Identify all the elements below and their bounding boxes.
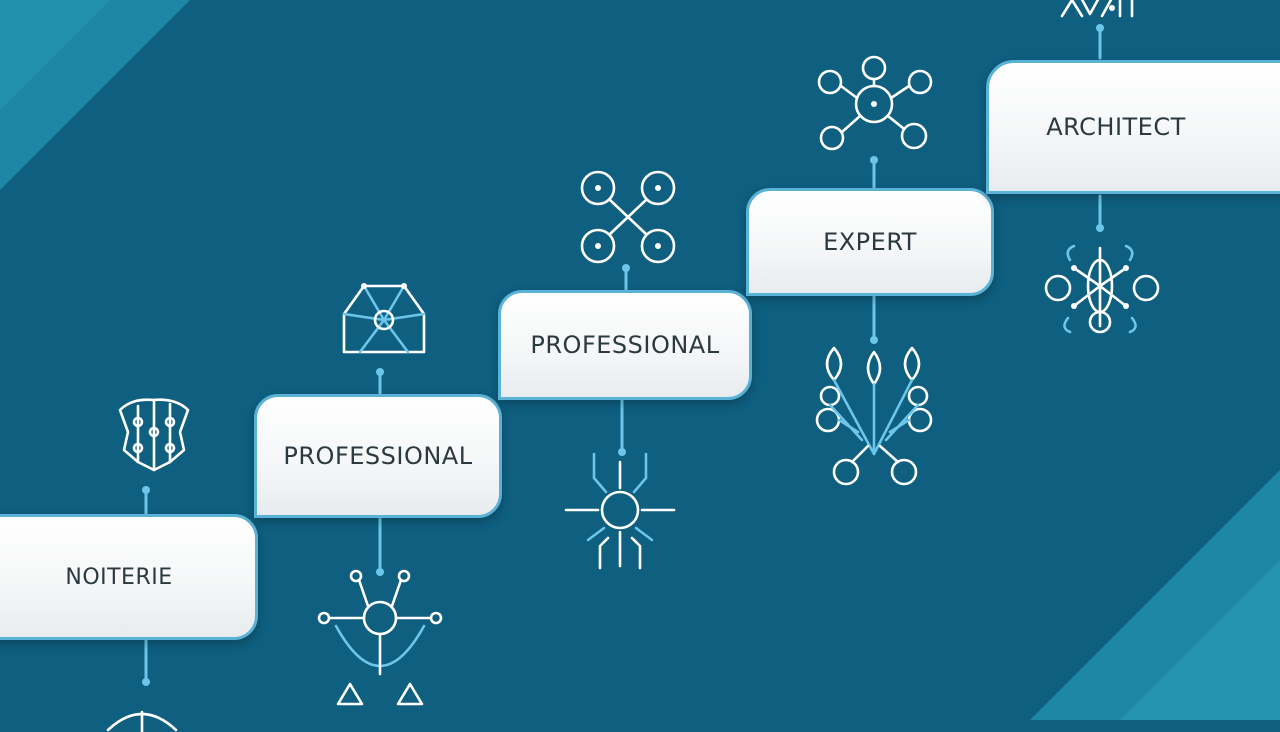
step-label: PROFESSIONAL [283,442,473,470]
step-label: PROFESSIONAL [530,331,720,359]
x-node-network-icon [580,170,676,264]
step-label: EXPERT [823,228,917,256]
tree-network-icon [815,346,933,486]
step-architect: ARCHITECT [986,60,1280,194]
step-label: NOITERIE [65,564,173,590]
sun-circuit-icon [564,452,676,570]
step-professional-2: PROFESSIONAL [498,290,752,400]
circuit-icon [1060,0,1134,18]
network-node-icon [317,569,443,706]
step-novice: NOITERIE [0,514,258,640]
hub-network-icon [817,55,933,151]
circuit-brain-icon [118,398,190,472]
step-label: ARCHITECT [1046,113,1186,141]
step-expert: EXPERT [746,188,994,296]
geometric-network-icon [342,283,426,354]
flower-network-icon [1044,244,1160,334]
step-professional-1: PROFESSIONAL [254,394,502,518]
globe-icon [106,710,178,732]
